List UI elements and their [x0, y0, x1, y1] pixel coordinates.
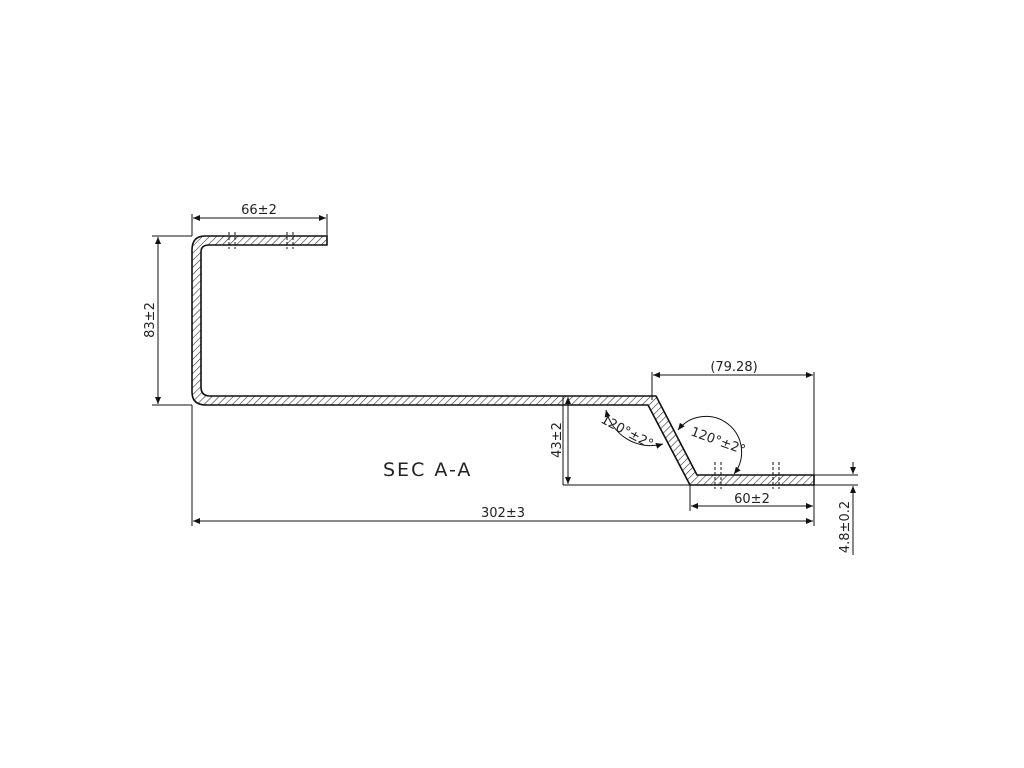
dim-left-height: 83±2 [143, 235, 192, 406]
dim-step-height: 43±2 [550, 396, 690, 486]
dim-overall-width: 302±3 [191, 405, 815, 526]
angle-upper-label: 120°±2° [598, 412, 655, 452]
dim-bottom-flange: 60±2 [689, 485, 815, 511]
dim-slope-run-label: (79.28) [710, 360, 757, 375]
dim-overall-width-label: 302±3 [481, 506, 525, 521]
dim-slope-run: (79.28) [651, 360, 815, 480]
dim-top-flange: 66±2 [191, 203, 328, 236]
dim-bottom-flange-label: 60±2 [734, 492, 770, 507]
dim-thickness-label: 4.8±0.2 [838, 501, 853, 553]
section-label: SEC A-A [383, 459, 472, 481]
dim-step-height-label: 43±2 [550, 422, 565, 458]
dim-thickness: 4.8±0.2 [814, 462, 858, 555]
dim-left-height-label: 83±2 [143, 302, 158, 338]
angle-lower-label: 120°±2° [689, 425, 748, 459]
dim-top-flange-label: 66±2 [241, 203, 277, 218]
hole-marks [228, 232, 780, 489]
